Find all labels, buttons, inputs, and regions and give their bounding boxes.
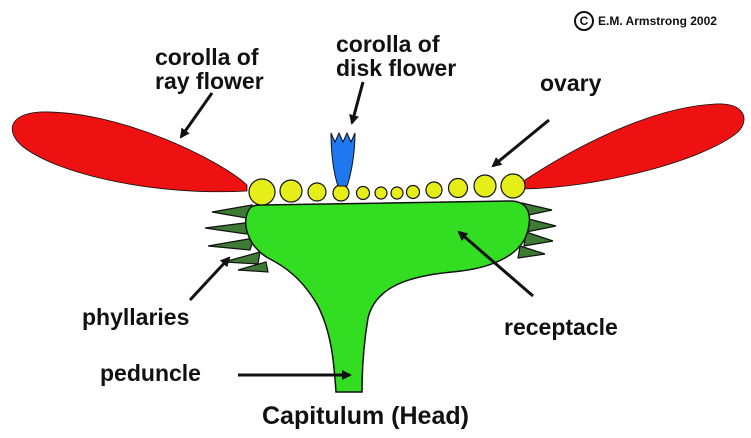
ovary [280,180,302,202]
arrow-disk-corolla [352,82,363,123]
ovary [391,187,403,199]
phyllary [518,246,545,258]
ovary [449,179,468,198]
label-ray-corolla-line2: ray flower [155,70,264,93]
ovary [333,185,349,201]
disk-flower-corolla [331,133,355,186]
ray-flower-corolla-right [522,104,744,189]
label-phyllaries: phyllaries [82,306,189,329]
arrow-phyllaries [190,258,229,300]
arrow-ovary [493,120,549,166]
label-ray-corolla-line1: corolla of [155,46,259,69]
ovary [249,179,275,205]
ovary [474,175,496,197]
label-peduncle: peduncle [100,362,201,385]
phyllary [224,252,260,264]
ovary [426,182,442,198]
copyright-notice: C E.M. Armstrong 2002 [574,11,717,31]
copyright-text: E.M. Armstrong 2002 [598,15,717,27]
ovary [501,174,525,198]
ovary [375,187,387,199]
label-ovary: ovary [540,72,601,95]
phyllary [208,238,254,250]
diagram-title: Capitulum (Head) [262,404,469,429]
phyllary [524,232,553,246]
ovaries [249,174,525,205]
receptacle-shape [246,201,530,392]
ray-flower-corolla-left [12,112,247,192]
label-receptacle: receptacle [504,316,618,339]
ovary [407,186,420,199]
ovary [308,183,326,201]
ovary [357,187,370,200]
label-disk-corolla-line2: disk flower [336,57,456,80]
label-disk-corolla-line1: corolla of [336,33,440,56]
copyright-icon: C [574,11,594,31]
arrow-ray-corolla [181,93,212,137]
